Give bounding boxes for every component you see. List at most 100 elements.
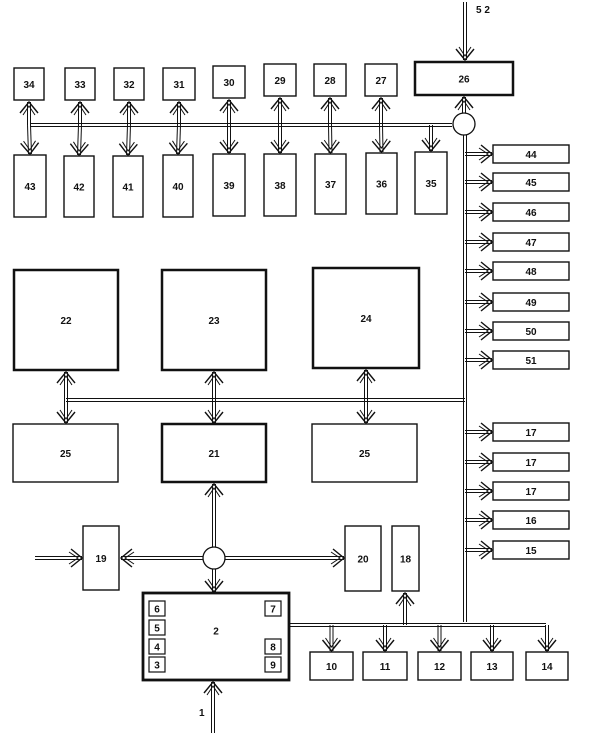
- arrowhead-icon: [204, 370, 224, 384]
- block-label: 34: [23, 80, 35, 91]
- block-35: 35: [414, 151, 448, 215]
- node-to-19: [119, 548, 204, 568]
- arrowhead-icon: [118, 143, 138, 157]
- block-49: 49: [492, 292, 570, 312]
- block-13: 13: [470, 651, 514, 681]
- bus-link-b11: [375, 625, 395, 653]
- arrowhead-icon: [203, 680, 223, 694]
- sub-block-label: 4: [154, 643, 160, 654]
- arrowhead-icon: [371, 140, 391, 154]
- node-to-21: [204, 482, 224, 548]
- bottom-bus-left: [290, 623, 465, 627]
- arrowhead-icon: [429, 639, 450, 653]
- arrowhead-icon: [480, 540, 494, 560]
- bus-link-b40: [168, 124, 188, 156]
- bottom-bus-right: [465, 623, 546, 627]
- block-label: 45: [525, 178, 537, 189]
- arrowhead-icon: [321, 639, 342, 653]
- sub-block-7: 7: [264, 600, 282, 617]
- block-27: 27: [364, 63, 398, 97]
- block-50: 50: [492, 321, 570, 341]
- arrowhead-icon: [455, 48, 475, 62]
- block-label: 31: [173, 80, 185, 91]
- arrowhead-icon: [480, 144, 494, 164]
- block-label: 24: [360, 314, 372, 325]
- sub-block-label: 6: [154, 605, 160, 616]
- bus-link-b33: [70, 100, 90, 125]
- arrowhead-icon: [480, 350, 494, 370]
- block-45: 45: [492, 172, 570, 192]
- arrowhead-icon: [332, 548, 346, 568]
- block-36: 36: [365, 152, 398, 215]
- arrowhead-icon: [480, 422, 494, 442]
- bus-link-b34: [19, 100, 39, 125]
- bus-link-b17b: [465, 452, 494, 472]
- block-label: 25: [359, 449, 371, 460]
- block-label: 35: [425, 179, 437, 190]
- block-11: 11: [362, 651, 408, 681]
- arrowhead-icon: [56, 411, 76, 425]
- junction-node-top: [452, 112, 476, 136]
- arrowhead-icon: [371, 96, 391, 110]
- block-33: 33: [64, 67, 96, 101]
- block-17: 17: [492, 481, 570, 501]
- sub-block-6: 6: [148, 600, 166, 617]
- sub-block-5: 5: [148, 619, 166, 636]
- arrowhead-icon: [169, 100, 189, 114]
- block-label: 40: [172, 182, 184, 193]
- block-23: 23: [160, 268, 268, 372]
- block-label: 38: [274, 181, 286, 192]
- arrowhead-icon: [454, 95, 474, 109]
- arrowhead-icon: [356, 368, 376, 382]
- block-32: 32: [113, 67, 145, 101]
- bus-link-b39: [219, 125, 239, 155]
- arrowhead-icon: [480, 481, 494, 501]
- arrowhead-icon: [395, 591, 415, 605]
- bus-link-b46: [465, 202, 494, 222]
- block-label: 49: [525, 298, 537, 309]
- block-label: 11: [380, 662, 391, 673]
- arrowhead-icon: [204, 411, 224, 425]
- bus-link-b49: [465, 292, 494, 312]
- arrowhead-icon: [320, 141, 340, 155]
- block-15: 15: [492, 540, 570, 560]
- block-label: 37: [325, 180, 337, 191]
- block-30: 30: [212, 65, 246, 99]
- block-18: 18: [391, 525, 420, 592]
- sub-block-label: 5: [154, 624, 160, 635]
- wires-layer: 5 21: [19, 2, 557, 733]
- block-26: 26: [413, 60, 515, 97]
- arrowhead-icon: [270, 141, 290, 155]
- block-29: 29: [263, 63, 297, 97]
- arrowhead-icon: [19, 100, 39, 114]
- sub-block-9: 9: [264, 656, 282, 673]
- top-bus: [30, 123, 452, 127]
- bus-link-b12: [429, 625, 450, 653]
- arrowhead-icon: [20, 142, 40, 156]
- block-label: 41: [122, 183, 134, 194]
- block-12: 12: [417, 651, 462, 681]
- input-52-line: [455, 2, 475, 62]
- block-25: 25: [12, 423, 119, 483]
- arrowhead-icon: [480, 292, 494, 312]
- arrowhead-icon: [119, 548, 133, 568]
- block-label: 30: [223, 78, 235, 89]
- block-label: 36: [376, 180, 388, 191]
- block-label: 14: [541, 662, 553, 673]
- block-17: 17: [492, 422, 570, 442]
- block-31: 31: [162, 67, 196, 101]
- sub-block-8: 8: [264, 638, 282, 655]
- block-label: 13: [486, 662, 498, 673]
- block-label: 48: [525, 267, 537, 278]
- block-39: 39: [212, 153, 246, 217]
- node-to-2: [204, 568, 224, 594]
- block-41: 41: [112, 155, 144, 218]
- block-20: 20: [344, 525, 382, 592]
- bus-link-b22: [56, 370, 76, 400]
- bus-link-b32: [119, 100, 139, 125]
- arrowhead-icon: [537, 639, 557, 653]
- arrowhead-icon: [270, 96, 290, 110]
- bus-link-b10: [321, 625, 342, 653]
